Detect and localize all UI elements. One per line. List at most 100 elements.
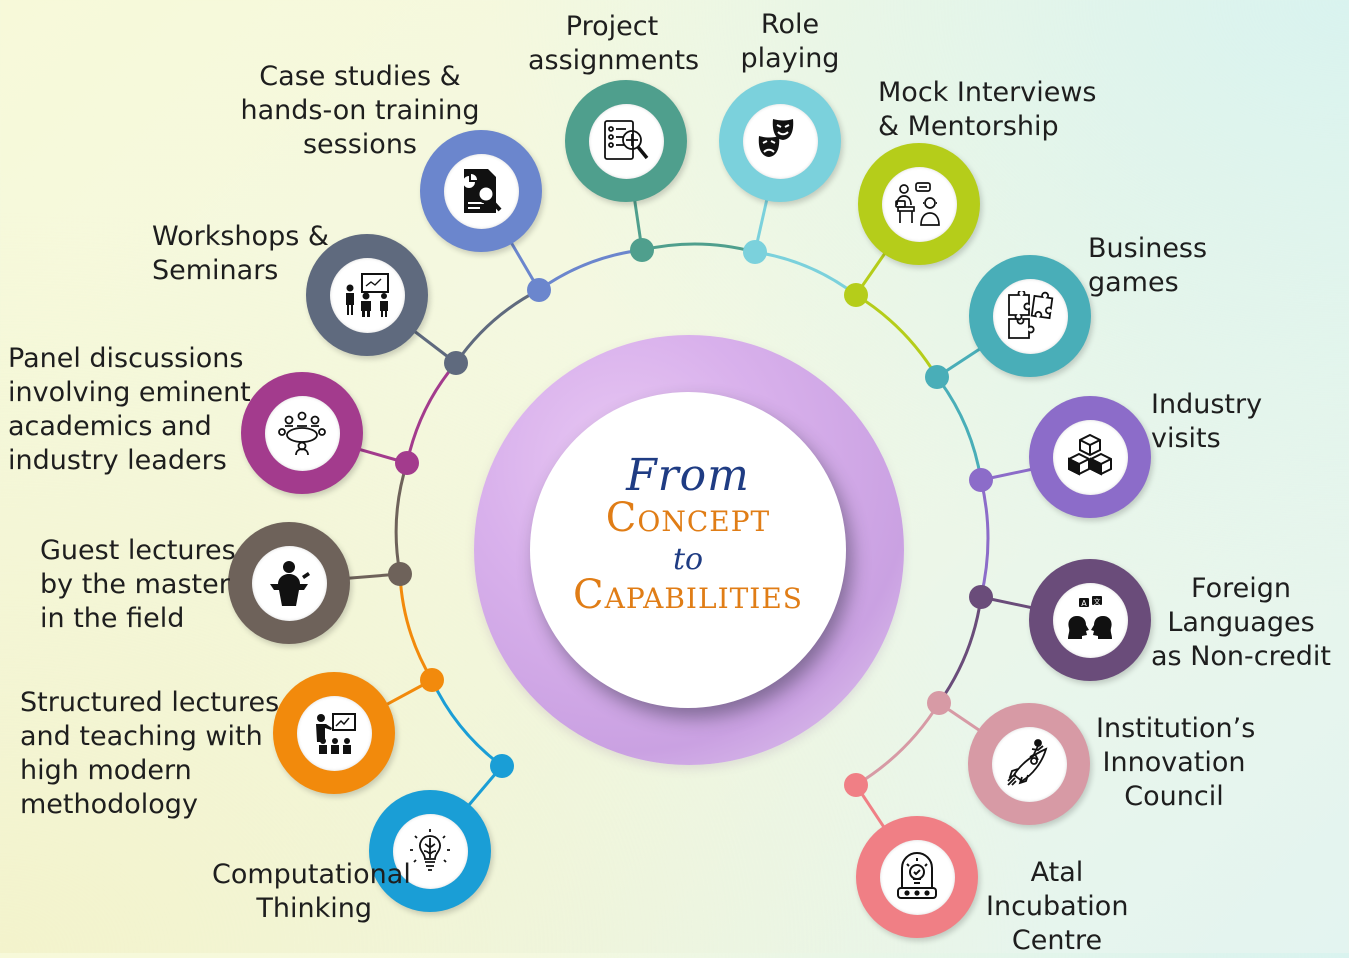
mock-node bbox=[858, 143, 980, 265]
project-junction-dot bbox=[630, 238, 654, 262]
panel-label-line: industry leaders bbox=[8, 445, 227, 476]
guest-label-line: by the master bbox=[40, 569, 230, 600]
svg-text:A: A bbox=[1081, 599, 1087, 608]
guest-label-line: in the field bbox=[40, 603, 185, 634]
case-label-line: hands-on training bbox=[240, 95, 480, 126]
podium-speaker-icon bbox=[251, 545, 327, 621]
svg-text:文: 文 bbox=[1094, 597, 1101, 606]
document-search-icon bbox=[443, 153, 519, 229]
workshops-label: Workshops &Seminars bbox=[152, 220, 329, 288]
computational-junction-dot bbox=[490, 754, 514, 778]
computational-label-line: Computational bbox=[212, 859, 411, 890]
role-junction-dot bbox=[743, 240, 767, 264]
arc-segment bbox=[641, 242, 756, 254]
mock-label: Mock Interviews& Mentorship bbox=[878, 76, 1097, 144]
role-label-line: Role bbox=[760, 9, 820, 40]
teacher-presentation-icon bbox=[296, 695, 372, 771]
project-label-line: assignments bbox=[528, 45, 700, 76]
guest-node bbox=[228, 522, 350, 644]
atal-junction-dot bbox=[844, 773, 868, 797]
foreign-label-line: Foreign bbox=[1191, 573, 1291, 604]
business-node bbox=[969, 255, 1091, 377]
checklist-magnifier-icon bbox=[588, 103, 664, 179]
industry-node bbox=[1029, 396, 1151, 518]
workshops-label-line: Seminars bbox=[152, 255, 279, 286]
cubes-icon bbox=[1052, 419, 1128, 495]
brain-bulb-icon bbox=[392, 813, 468, 889]
case-node bbox=[420, 130, 542, 252]
foreign-node: A 文 bbox=[1029, 559, 1151, 681]
arc-segment bbox=[855, 702, 941, 787]
business-label-line: Business bbox=[1088, 233, 1208, 264]
arc-segment bbox=[937, 596, 983, 704]
innovation-label-line: Council bbox=[1124, 781, 1224, 812]
arc-segment bbox=[394, 462, 409, 575]
structured-label-line: methodology bbox=[20, 789, 198, 820]
structured-node bbox=[273, 672, 395, 794]
structured-label-line: Structured lectures bbox=[20, 687, 280, 718]
mock-junction-dot bbox=[844, 283, 868, 307]
workshops-label-line: Workshops & bbox=[152, 221, 329, 252]
mock-label-line: Mock Interviews bbox=[878, 77, 1097, 108]
foreign-junction-dot bbox=[969, 585, 993, 609]
atal-label-line: Incubation bbox=[986, 891, 1129, 922]
center-disc bbox=[530, 392, 846, 708]
panel-label-line: involving eminent bbox=[8, 377, 251, 408]
innovation-node bbox=[968, 703, 1090, 825]
seminar-icon bbox=[329, 257, 405, 333]
round-table-icon bbox=[264, 395, 340, 471]
center-title-to: to bbox=[672, 542, 704, 577]
structured-label-line: and teaching with bbox=[20, 721, 263, 752]
project-node bbox=[565, 80, 687, 202]
center-title-from: From bbox=[626, 450, 750, 501]
interview-icon bbox=[881, 166, 957, 242]
arc-segment bbox=[454, 288, 540, 364]
case-junction-dot bbox=[527, 278, 551, 302]
puzzle-icon bbox=[992, 278, 1068, 354]
industry-label-line: Industry bbox=[1151, 389, 1263, 420]
mock-label-line: & Mentorship bbox=[878, 111, 1059, 142]
guest-label-line: Guest lectures bbox=[40, 535, 236, 566]
atal-label-line: Centre bbox=[1011, 925, 1103, 956]
industry-label-line: visits bbox=[1151, 423, 1221, 454]
arc-segment bbox=[935, 376, 983, 481]
role-node bbox=[719, 80, 841, 202]
innovation-junction-dot bbox=[927, 691, 951, 715]
rocket-rider-icon bbox=[991, 726, 1067, 802]
structured-label-line: high modern bbox=[20, 755, 192, 786]
structured-junction-dot bbox=[420, 668, 444, 692]
workshops-node bbox=[306, 234, 428, 356]
arc-segment bbox=[398, 573, 434, 681]
business-junction-dot bbox=[925, 365, 949, 389]
atal-label-line: Atal bbox=[1030, 857, 1084, 888]
industry-junction-dot bbox=[969, 468, 993, 492]
panel-label-line: Panel discussions bbox=[8, 343, 244, 374]
arc-segment bbox=[430, 679, 503, 768]
arc-segment bbox=[979, 479, 990, 598]
role-label-line: playing bbox=[740, 43, 840, 74]
arc-segment bbox=[855, 293, 939, 378]
workshops-junction-dot bbox=[444, 351, 468, 375]
foreign-label-line: as Non-credit bbox=[1151, 641, 1331, 672]
center-title-concept: Concept bbox=[605, 495, 771, 541]
incubator-bulb-icon bbox=[879, 839, 955, 915]
innovation-label-line: Innovation bbox=[1102, 747, 1246, 778]
center-title-capabilities: Capabilities bbox=[573, 572, 803, 618]
guest-junction-dot bbox=[388, 562, 412, 586]
atal-node bbox=[856, 816, 978, 938]
panel-node bbox=[241, 372, 363, 494]
computational-node bbox=[369, 790, 491, 912]
